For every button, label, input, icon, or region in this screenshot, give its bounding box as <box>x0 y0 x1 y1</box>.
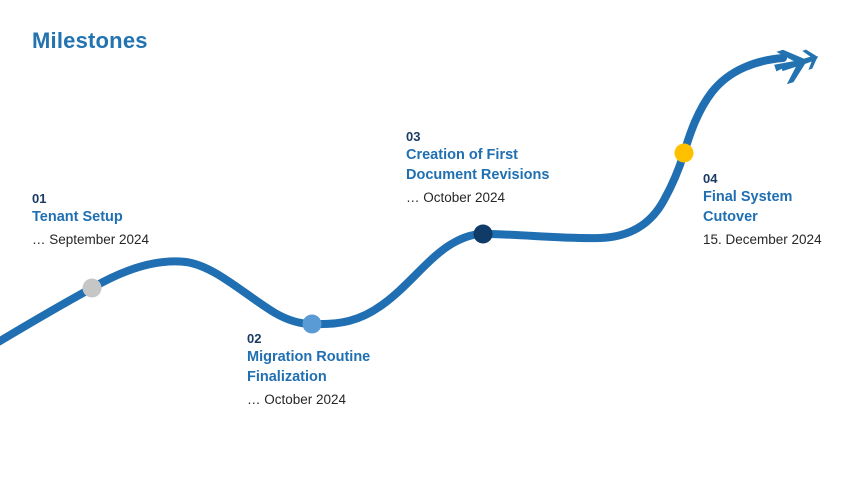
milestone-02[interactable]: 02 Migration Routine Finalization … Octo… <box>247 330 370 410</box>
milestone-number: 03 <box>406 129 421 144</box>
milestone-marker-03[interactable] <box>473 224 493 244</box>
milestone-marker-01[interactable] <box>82 278 102 298</box>
milestone-date: 15. December 2024 <box>703 232 822 247</box>
milestone-date: … October 2024 <box>247 392 347 407</box>
page-title: Milestones <box>32 28 148 53</box>
milestone-03[interactable]: 03 Creation of First Document Revisions … <box>406 128 549 208</box>
milestone-04[interactable]: 04 Final System Cutover 15. December 202… <box>703 170 822 250</box>
milestone-title-line1: Tenant Setup <box>32 209 123 225</box>
airplane-icon <box>774 49 818 85</box>
milestone-number: 04 <box>703 171 718 186</box>
milestone-marker-02[interactable] <box>302 314 322 334</box>
milestone-title-line1: Migration Routine <box>247 349 371 365</box>
milestone-date: … September 2024 <box>32 232 150 247</box>
milestone-number: 01 <box>32 191 47 206</box>
milestone-title-line2: Finalization <box>247 369 327 385</box>
milestone-title-line2: Document Revisions <box>406 167 550 183</box>
milestone-marker-04[interactable] <box>674 143 694 163</box>
milestone-title-line1: Creation of First <box>406 147 518 163</box>
milestone-title-line2: Cutover <box>703 209 758 225</box>
milestone-number: 02 <box>247 331 262 346</box>
milestone-01[interactable]: 01 Tenant Setup … September 2024 <box>32 190 149 250</box>
milestone-title-line1: Final System <box>703 189 793 205</box>
milestone-date: … October 2024 <box>406 190 506 205</box>
